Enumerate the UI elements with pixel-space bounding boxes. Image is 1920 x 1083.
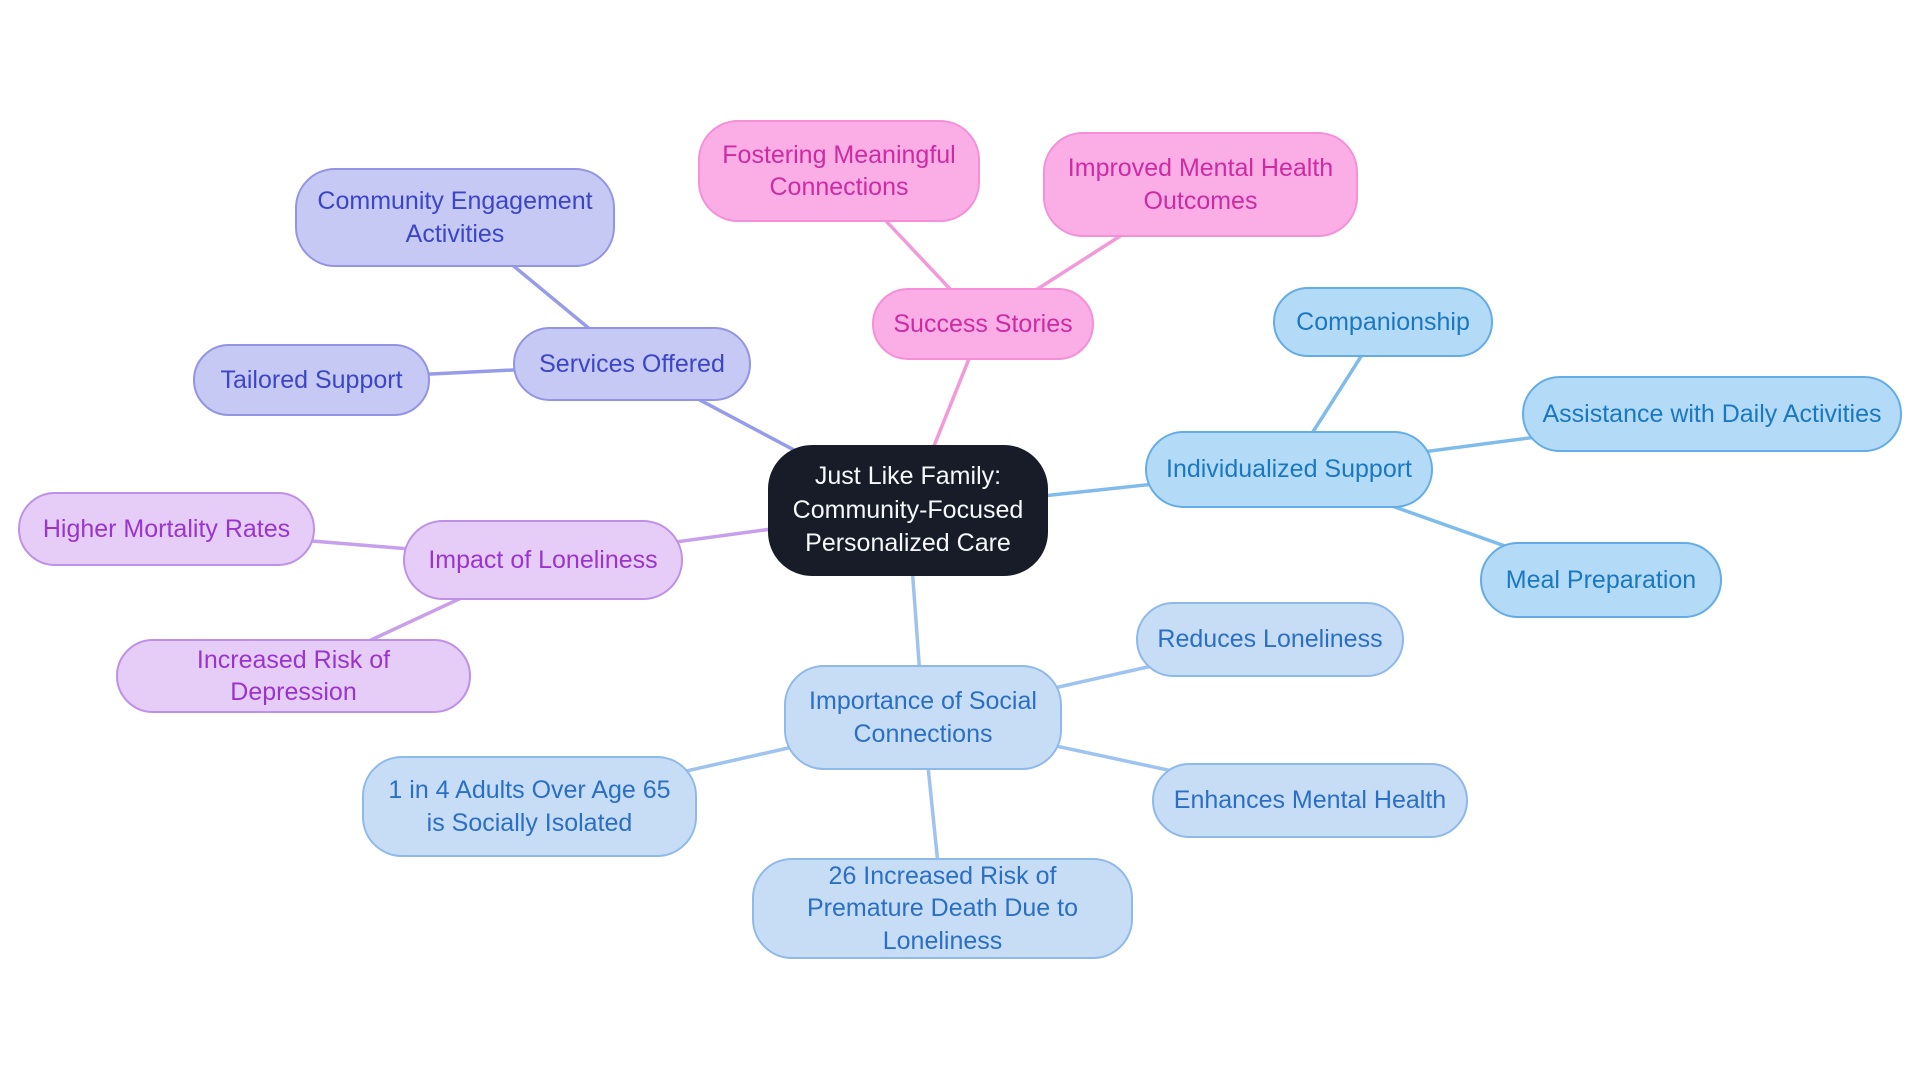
node-label-impact: Impact of Loneliness <box>428 545 658 574</box>
mindmap-node-onefour[interactable]: 1 in 4 Adults Over Age 65 is Socially Is… <box>362 756 697 857</box>
mindmap-node-tailored[interactable]: Tailored Support <box>193 344 430 416</box>
node-label-individualized: Individualized Support <box>1166 455 1412 484</box>
node-label-companionship: Companionship <box>1296 307 1470 336</box>
mindmap-node-mortality[interactable]: Higher Mortality Rates <box>18 492 315 566</box>
node-label-community: Community Engagement Activities <box>317 187 593 248</box>
mindmap-node-services[interactable]: Services Offered <box>513 327 751 401</box>
node-label-assistance: Assistance with Daily Activities <box>1542 399 1882 428</box>
node-label-mortality: Higher Mortality Rates <box>42 514 291 543</box>
mindmap-node-companionship[interactable]: Companionship <box>1273 287 1493 357</box>
mindmap-node-fostering[interactable]: Fostering Meaningful Connections <box>698 120 980 222</box>
mindmap-node-impact[interactable]: Impact of Loneliness <box>403 520 683 600</box>
mindmap-node-root[interactable]: Just Like Family: Community-Focused Pers… <box>768 445 1048 576</box>
node-label-meal: Meal Preparation <box>1505 565 1697 594</box>
mindmap-node-individualized[interactable]: Individualized Support <box>1145 431 1433 508</box>
node-label-root: Just Like Family: Community-Focused Pers… <box>792 461 1024 558</box>
node-label-tailored: Tailored Support <box>220 365 403 394</box>
mindmap-node-meal[interactable]: Meal Preparation <box>1480 542 1722 618</box>
node-label-improved: Improved Mental Health Outcomes <box>1067 154 1334 215</box>
mindmap-node-premature[interactable]: 26 Increased Risk of Premature Death Due… <box>752 858 1133 959</box>
node-label-success: Success Stories <box>893 309 1073 338</box>
mindmap-node-improved[interactable]: Improved Mental Health Outcomes <box>1043 132 1358 237</box>
node-label-premature: 26 Increased Risk of Premature Death Due… <box>807 861 1078 955</box>
node-label-fostering: Fostering Meaningful Connections <box>722 140 956 202</box>
mindmap-node-assistance[interactable]: Assistance with Daily Activities <box>1522 376 1902 452</box>
node-label-importance: Importance of Social Connections <box>809 687 1037 748</box>
mindmap-node-importance[interactable]: Importance of Social Connections <box>784 665 1062 770</box>
node-label-reduces: Reduces Loneliness <box>1157 625 1383 654</box>
mindmap-node-reduces[interactable]: Reduces Loneliness <box>1136 602 1404 677</box>
mindmap-node-success[interactable]: Success Stories <box>872 288 1094 360</box>
node-label-depression: Increased Risk of Depression <box>196 645 391 707</box>
mindmap-node-depression[interactable]: Increased Risk of Depression <box>116 639 471 713</box>
mindmap-node-community[interactable]: Community Engagement Activities <box>295 168 615 267</box>
node-label-onefour: 1 in 4 Adults Over Age 65 is Socially Is… <box>388 776 671 837</box>
node-label-enhances: Enhances Mental Health <box>1173 786 1447 815</box>
mindmap-node-enhances[interactable]: Enhances Mental Health <box>1152 763 1468 838</box>
node-label-services: Services Offered <box>539 349 725 378</box>
